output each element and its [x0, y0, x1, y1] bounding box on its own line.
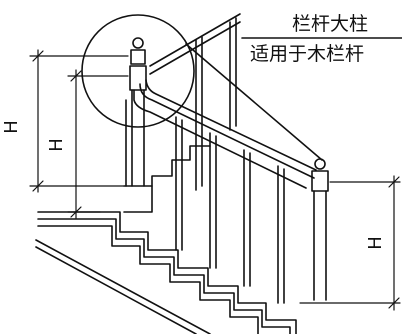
- dimension-left-inner: [67, 69, 129, 219]
- stair-outline-top: [37, 211, 297, 334]
- stair-soffit-line: [35, 239, 211, 334]
- handrail-underside: [133, 89, 307, 189]
- main-handrail: [133, 79, 317, 189]
- left-newel-collar: [129, 65, 147, 91]
- dim-label-right: H: [365, 236, 386, 250]
- right-newel-finial: [314, 158, 326, 170]
- stair-outline-lower: [37, 225, 259, 334]
- dim-inner-tick-bot: [70, 206, 82, 218]
- stair-outline-middle: [37, 218, 291, 334]
- detail-callout-circle: [81, 14, 195, 128]
- label-newel-post: 栏杆大柱: [292, 13, 368, 35]
- handrail-top-edge: [139, 83, 315, 179]
- stair-soffit-line-2: [35, 246, 197, 334]
- left-newel-post: [123, 37, 153, 213]
- detail-leader-line: [185, 43, 323, 161]
- dimension-left-outer: [29, 49, 129, 193]
- background-stair-steps: [151, 145, 211, 187]
- dim-outer-tick-top: [32, 50, 44, 62]
- dim-right-tick-top: [388, 176, 400, 188]
- dim-inner-tick-top: [70, 70, 82, 82]
- left-newel-finial: [132, 37, 144, 49]
- right-newel-post: [311, 158, 329, 301]
- sloped-balusters: [175, 116, 285, 304]
- dim-label-left-outer: H: [1, 120, 22, 134]
- background-stair: [151, 145, 211, 187]
- dimension-right: [299, 175, 401, 311]
- dim-label-left-inner: H: [46, 138, 67, 152]
- stair-steps: [35, 211, 297, 334]
- right-newel-head: [311, 170, 329, 192]
- handrail-bottom-edge: [145, 79, 317, 171]
- upper-handrail: [149, 13, 241, 67]
- left-newel-head: [130, 49, 146, 65]
- left-newel-base: [123, 185, 153, 213]
- dim-outer-tick-bot: [32, 180, 44, 192]
- upper-railing: [149, 13, 241, 191]
- label-wood-railing: 适用于木栏杆: [250, 43, 364, 65]
- upper-handrail-underside: [149, 21, 241, 75]
- dim-right-tick-bot: [388, 297, 400, 309]
